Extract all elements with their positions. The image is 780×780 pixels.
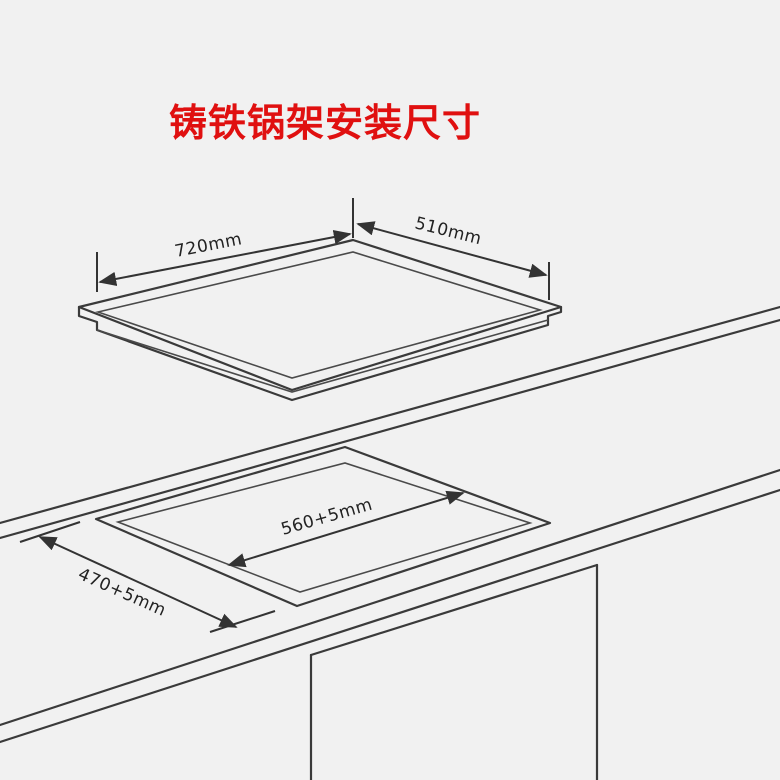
cabinet-top-edge: [309, 563, 599, 657]
diagram-title: 铸铁锅架安装尺寸: [168, 101, 481, 145]
extension-line: [209, 610, 276, 633]
grate-side: [77, 305, 563, 402]
grate-top-inner: [95, 251, 543, 379]
countertop-back-edge-inner: [0, 318, 780, 540]
dim-grate-width: 720mm: [96, 198, 354, 292]
extension-line: [19, 521, 81, 543]
countertop-back-edge: [0, 305, 780, 525]
cutout-width-label: 560+5mm: [279, 495, 375, 540]
dimension-arrow: [98, 229, 352, 287]
dim-cutout-depth: 470+5mm: [19, 521, 276, 633]
dim-grate-depth: 510mm: [356, 213, 550, 300]
grate-depth-label: 510mm: [413, 213, 484, 249]
cutout-depth-label: 470+5mm: [75, 564, 169, 621]
dimension-arrow: [356, 221, 548, 278]
grate-top: [77, 238, 563, 392]
grate-base-edge: [96, 319, 549, 393]
dimension-arrow: [227, 490, 465, 568]
cutout-inner: [115, 462, 533, 593]
countertop-front-edge-lower: [0, 488, 780, 744]
dimension-arrow: [38, 536, 238, 628]
grate-outline: [77, 238, 563, 402]
countertop-front-edge: [0, 468, 780, 727]
countertop: [0, 305, 780, 780]
